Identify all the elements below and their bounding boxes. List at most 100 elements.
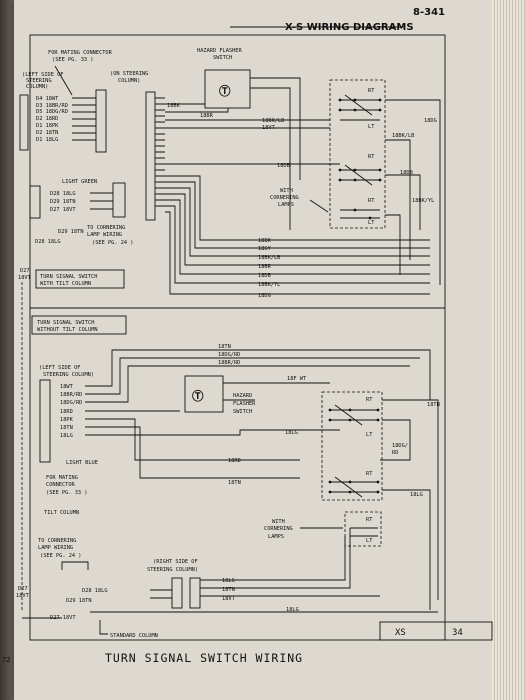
bottom-d27-bottom: D27 18VT xyxy=(50,615,76,621)
top-switch-group xyxy=(329,79,386,229)
bottom-18dg-1: 18DG/ xyxy=(392,443,408,449)
bottom-leftside-1: (LEFT SIDE OF xyxy=(39,365,80,371)
wire-bundle xyxy=(165,175,430,295)
pin-label: D4 18WT xyxy=(36,96,59,102)
top-d27-1: D27 xyxy=(20,268,30,274)
top-switch-contacts xyxy=(340,94,380,219)
bottom-leftside-2: STEERING COLUMN) xyxy=(43,372,94,378)
rs-pin-3: 18VT xyxy=(222,596,236,602)
left-gutter xyxy=(0,0,14,700)
light-blue-label: LIGHT BLUE xyxy=(66,460,98,466)
top-rt-3: RT xyxy=(368,198,375,204)
top-hazard-wires xyxy=(165,77,340,230)
top-d27-2: 18VT xyxy=(18,275,32,281)
lower-pin-3: D27 18VT xyxy=(50,207,76,213)
right-side-connector-b xyxy=(189,577,201,609)
bottom-18lg-right: 18LG xyxy=(410,492,423,498)
wire-18db: 18DB xyxy=(277,163,290,169)
bottom-rt-3: RT xyxy=(366,517,373,523)
bottom-18br-rd: 18BR/RD xyxy=(218,360,240,366)
top-mating-label-2: (SEE PG. 33 ) xyxy=(52,57,93,63)
bottom-18lg-bottom: 18LG xyxy=(286,607,299,613)
no-tilt-box-1: TURN SIGNAL SWITCH xyxy=(37,320,94,326)
lower-pin-2: D29 18TN xyxy=(50,199,76,205)
bottom-corner-1: WITH xyxy=(272,519,285,525)
bottom-hazard-wires xyxy=(223,382,330,401)
lower-pin-1: D28 18LG xyxy=(50,191,76,197)
diagram-title: TURN SIGNAL SWITCH WIRING xyxy=(105,651,303,665)
bottom-to-corner-1: TO CORNERING xyxy=(38,538,76,544)
hazard-switch-bottom xyxy=(184,375,224,413)
pin-label: 18DG/RD xyxy=(60,400,82,406)
hazard-symbol-bottom: Ⓣ xyxy=(192,389,205,403)
top-right-wires xyxy=(385,99,441,285)
bottom-18rd: 18RD xyxy=(228,458,241,464)
no-tilt-box-2: WITHOUT TILT COLUMN xyxy=(37,327,98,333)
light-green-label: LIGHT GREEN xyxy=(62,179,97,185)
bottom-hazard-1: HAZARD xyxy=(233,393,252,399)
top-mating-label-1: FOR MATING CONNECTOR xyxy=(48,50,113,56)
bottom-corner-group xyxy=(344,511,382,547)
light-green-connector xyxy=(29,185,41,219)
bottom-18tn-right: 18TN xyxy=(427,402,440,408)
bottom-to-corner-3: (SEE PG. 24 ) xyxy=(40,553,81,559)
top-corner-3: LAMPS xyxy=(278,202,294,208)
bottom-switch-contacts xyxy=(330,404,378,498)
right-side-connector-a xyxy=(171,577,183,609)
right-side-2: STEERING COLUMN) xyxy=(147,567,198,573)
bottom-18tn: 18TN xyxy=(228,480,241,486)
footer-code-right: 34 xyxy=(452,628,463,638)
standard-column: STANDARD COLUMN xyxy=(110,633,158,639)
bottom-18tn-top: 18TN xyxy=(218,344,231,350)
bottom-d27-2: 18VT xyxy=(16,593,30,599)
bottom-corner-2: CORNERING xyxy=(264,526,293,532)
wire-18db-right: 18DB xyxy=(400,170,413,176)
hazard-symbol: Ⓣ xyxy=(219,84,232,98)
pin-label: 18BR/RD xyxy=(60,392,82,398)
top-corner-2: CORNERING xyxy=(270,195,299,201)
bottom-d27-1: D27 xyxy=(18,586,28,592)
column-pin-stubs xyxy=(155,97,165,207)
top-lt-1: LT xyxy=(368,124,375,130)
wire-18bk-lb: 18BK/LB xyxy=(262,118,284,124)
wire-18bk: 18BK xyxy=(167,103,181,109)
wire-bundle-labels: 18BK 18GY 18BK/LB 18BR 18DB 18BK/YL 18DG xyxy=(258,238,280,299)
to-cornering-1: TO CORNERING xyxy=(87,225,125,231)
rs-pin-2: 18TN xyxy=(222,587,235,593)
pin-label: 18PK xyxy=(60,417,74,423)
wire-18bk-yl-right: 18BK/YL xyxy=(412,198,434,204)
bottom-rt-2: RT xyxy=(366,471,373,477)
bottom-lt-1: LT xyxy=(366,432,373,438)
bottom-mating-1: FOR MATING xyxy=(46,475,78,481)
bottom-mating-2: CONNECTOR xyxy=(46,482,76,488)
bottom-corner-contacts xyxy=(350,527,378,537)
tilt-box-2: WITH TILT COLUMN xyxy=(40,281,91,287)
bottom-right-wires xyxy=(380,399,439,610)
wire-18br: 18BR xyxy=(200,113,214,119)
bottom-corner-3: LAMPS xyxy=(268,534,284,540)
hazard-label-1: HAZARD FLASHER xyxy=(197,48,242,54)
bottom-corner-bracket xyxy=(22,561,438,619)
bottom-hazard-2: FLASHER xyxy=(233,401,256,407)
right-side-1: (RIGHT SIDE OF xyxy=(153,559,198,565)
hazard-switch-top xyxy=(204,69,251,109)
pin-label: D2 18RD xyxy=(36,116,58,122)
wire-18bk-lb-right: 18BK/LB xyxy=(392,133,414,139)
bundle-wire: 18BK xyxy=(258,238,272,244)
top-connector-pins: D4 18WT D3 18BR/RD D5 18DG/RD D2 18RD D1… xyxy=(36,96,68,143)
bundle-wire: 18DG xyxy=(258,293,271,299)
bottom-to-corner-2: LAMP WIRING xyxy=(38,545,73,551)
wire-18dg-right: 18DG xyxy=(424,118,437,124)
bottom-mating-3: (SEE PG. 33 ) xyxy=(46,490,87,496)
bundle-wire: 18BK/LB xyxy=(258,255,280,261)
top-leftside-2: STEERING xyxy=(26,78,52,84)
pin-label: D1 18PK xyxy=(36,123,59,129)
bottom-rt-1: RT xyxy=(366,397,373,403)
tilt-column-label: TILT COLUMN xyxy=(44,510,79,516)
steering-column-connector xyxy=(145,91,156,221)
corner-leader-top xyxy=(309,199,329,213)
page-number: 8-341 xyxy=(413,7,445,18)
mating-leader xyxy=(54,65,73,96)
light-green-block xyxy=(112,182,126,218)
